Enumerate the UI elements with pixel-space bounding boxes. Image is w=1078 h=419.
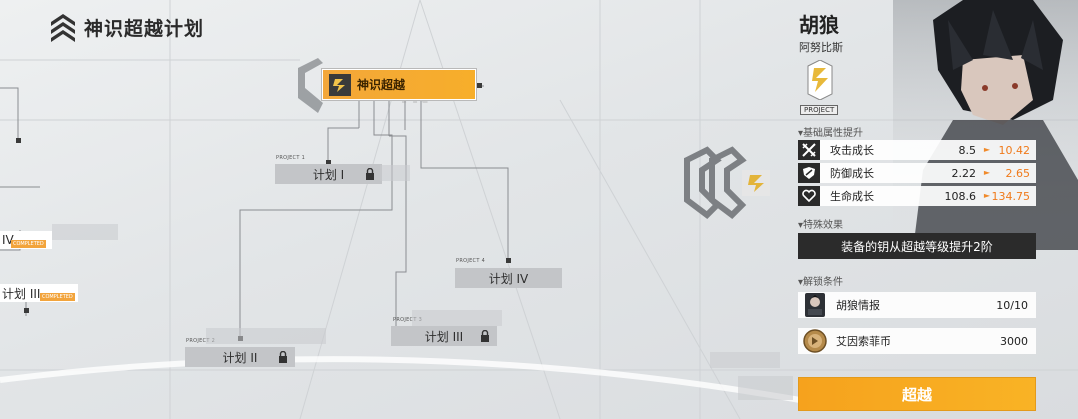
project-tag: PROJECT <box>800 105 839 115</box>
special-effect-text: 装备的钥从超越等级提升2阶 <box>798 233 1036 259</box>
stat-label: 防御成长 <box>830 167 874 180</box>
character-portrait <box>893 0 1078 250</box>
unlock-section-title: ▾解锁条件 <box>798 277 844 288</box>
stat-old-value: 2.22 <box>951 166 977 180</box>
effect-section-title: ▾特殊效果 <box>798 220 844 231</box>
node-caption-project-1: PROJECT 1 <box>276 155 306 161</box>
page-header: 神识超越计划 <box>48 12 204 42</box>
ss-emblem-icon <box>329 73 351 96</box>
shield-icon <box>803 167 815 179</box>
completed-node-label: 计划 III <box>2 286 41 301</box>
ss-emblem-icon <box>807 60 833 100</box>
stats-section-title: ▾基础属性提升 <box>798 128 864 139</box>
coin-icon <box>803 329 827 353</box>
unlock-condition-coin: 艾因索菲币 3000 <box>798 328 1036 354</box>
heart-icon <box>802 189 816 203</box>
project-node-label: 计划 IV <box>488 271 529 286</box>
chevron-stack-icon <box>51 14 75 42</box>
project-node-4[interactable]: 计划 IV <box>455 268 562 288</box>
node-caption-project-4: PROJECT 4 <box>456 258 486 264</box>
completed-badge: COMPLETED <box>11 240 46 248</box>
character-subtitle: 阿努比斯 <box>799 41 843 54</box>
condition-label: 艾因索菲币 <box>836 335 891 348</box>
lock-icon <box>366 168 374 180</box>
stat-old-value: 108.6 <box>944 189 977 203</box>
detail-panel: 胡狼 阿努比斯 PROJECT ▾基础属性提升 攻击成长 8.5 ► 10.42… <box>793 0 1078 419</box>
stat-label: 攻击成长 <box>830 144 874 157</box>
project-node-label: 计划 II <box>222 350 258 365</box>
stat-row-attack: 攻击成长 8.5 ► 10.42 <box>798 140 1036 160</box>
stat-row-health: 生命成长 108.6 ► 134.75 <box>798 186 1036 206</box>
main-node-transcend[interactable]: 神识超越 <box>322 69 476 100</box>
character-card-icon <box>805 293 825 317</box>
increase-arrow-icon: ► <box>983 191 990 200</box>
condition-label: 胡狼情报 <box>836 299 880 312</box>
condition-value: 3000 <box>1000 334 1028 348</box>
project-node-2[interactable]: 计划 II <box>185 347 295 367</box>
ss-emblem-shadow-icon <box>298 58 323 113</box>
increase-arrow-icon: ► <box>983 145 990 154</box>
crossed-swords-icon <box>802 143 816 157</box>
node-caption-project-3: PROJECT 3 <box>393 317 423 323</box>
project-node-1[interactable]: 计划 I <box>275 164 382 184</box>
stat-new-value: 10.42 <box>998 143 1031 157</box>
completed-node-label: IV <box>2 233 14 247</box>
completed-badge: COMPLETED <box>40 293 75 301</box>
stat-new-value: 134.75 <box>991 189 1031 203</box>
node-ghost <box>738 376 793 400</box>
main-node-label: 神识超越 <box>357 78 406 92</box>
lock-icon <box>279 351 287 363</box>
stat-new-value: 2.65 <box>1005 166 1031 180</box>
character-name: 胡狼 <box>799 13 839 37</box>
page-title: 神识超越计划 <box>84 17 205 40</box>
ss-emblem-large-icon <box>684 146 770 219</box>
lock-icon <box>481 330 489 342</box>
stat-row-defense: 防御成长 2.22 ► 2.65 <box>798 163 1036 183</box>
node-ghost <box>412 310 502 326</box>
node-ghost <box>380 165 410 181</box>
project-node-label: 计划 I <box>312 167 345 182</box>
node-ghost <box>52 224 118 240</box>
project-node-label: 计划 III <box>424 329 464 344</box>
stat-label: 生命成长 <box>830 190 874 203</box>
node-caption-project-2: PROJECT 2 <box>186 338 216 344</box>
project-node-3[interactable]: 计划 III <box>391 326 497 346</box>
transcend-button[interactable]: 超越 <box>798 377 1036 411</box>
stat-old-value: 8.5 <box>958 143 977 157</box>
unlock-condition-intel: 胡狼情报 10/10 <box>798 292 1036 318</box>
condition-value: 10/10 <box>996 298 1028 312</box>
node-ghost <box>710 352 780 368</box>
node-ghost <box>206 328 326 344</box>
increase-arrow-icon: ► <box>983 168 990 177</box>
